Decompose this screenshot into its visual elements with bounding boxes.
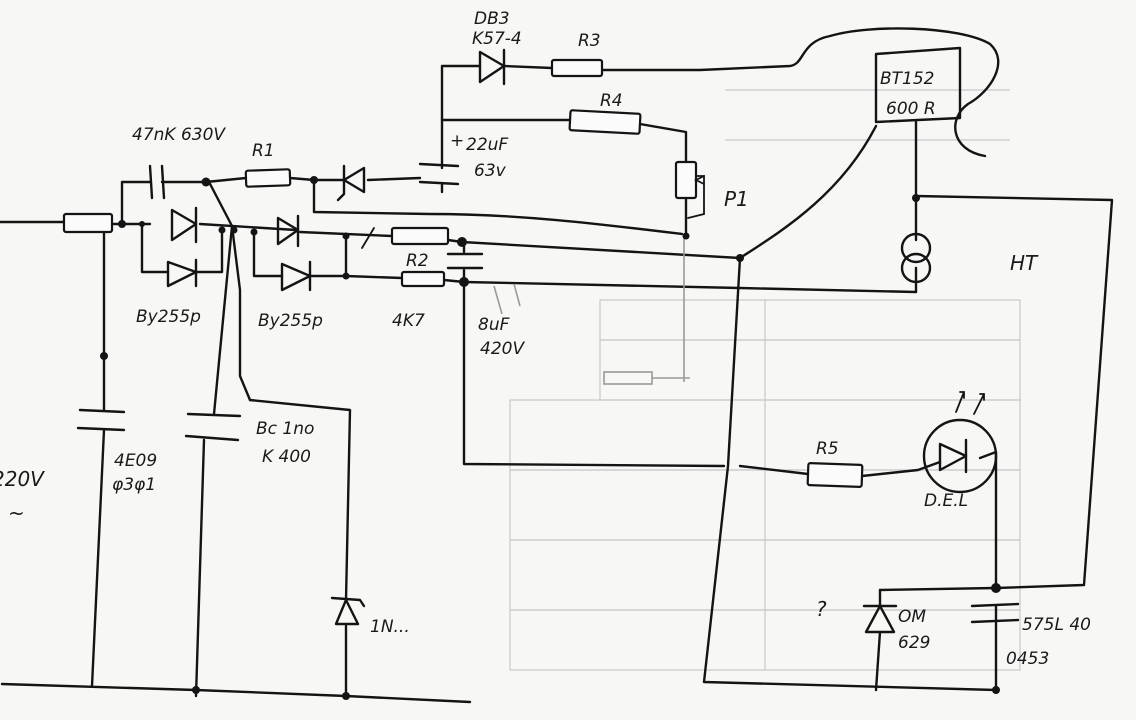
label-cap47: 47nK 630V: [132, 125, 226, 145]
label-led: D.E.L: [924, 491, 968, 511]
label-r3: R3: [578, 31, 601, 51]
capacitor-47n[interactable]: [148, 164, 166, 200]
pencil-sketch: [493, 236, 690, 385]
capacitor-x2[interactable]: [76, 408, 126, 432]
label-cap22: 22uF: [466, 135, 508, 155]
diac-db3[interactable]: [478, 48, 506, 86]
label-k57: K57-4: [472, 29, 522, 49]
label-db3: DB3: [474, 9, 510, 29]
capacitor-bc[interactable]: [184, 412, 242, 442]
label-p1: P1: [724, 187, 749, 211]
label-by255b: By255p: [258, 311, 323, 331]
label-r5: R5: [816, 439, 839, 459]
resistor-r3[interactable]: [550, 58, 604, 78]
label-cap22v: 63v: [474, 161, 507, 181]
label-mains: 220V: [0, 467, 45, 491]
background-form: [509, 89, 1021, 671]
zener-om629[interactable]: [862, 604, 898, 634]
diode-by255-top[interactable]: [170, 206, 198, 244]
resistor-r2[interactable]: [400, 270, 446, 288]
diode-by255-top-b[interactable]: [276, 214, 300, 248]
zener-1n[interactable]: [330, 596, 366, 626]
transformer-ht[interactable]: [900, 232, 932, 284]
label-r2: R2: [406, 251, 429, 271]
diode-db-left[interactable]: [336, 164, 366, 202]
diode-by255-bottom-a[interactable]: [166, 258, 198, 288]
capacitor-575[interactable]: [970, 602, 1020, 624]
label-by255a: By255p: [136, 307, 201, 327]
resistor-top-middle[interactable]: [361, 226, 450, 249]
label-bt152: BT152: [880, 69, 935, 89]
wires: [0, 27, 1114, 704]
label-mains-symbol: ~: [8, 501, 25, 525]
label-r4: R4: [600, 91, 623, 111]
junctions: [100, 176, 1001, 700]
label-cap575b: 0453: [1006, 649, 1049, 669]
label-x2: 4E09: [114, 451, 157, 471]
label-bc: Bc 1no: [256, 419, 314, 439]
resistor-r1[interactable]: [244, 168, 292, 188]
label-cap8v: 420V: [480, 339, 525, 359]
label-cap575: 575L 40: [1022, 615, 1091, 635]
label-diode1n: 1N...: [370, 617, 410, 637]
diode-by255-bottom-b[interactable]: [280, 260, 312, 292]
labels: DB3 K57-4 R3 R4 BT152 600 R 47nK 630V R1…: [0, 9, 1091, 669]
label-x2b: φ3φ1: [112, 475, 156, 495]
resistor-r5[interactable]: [806, 462, 864, 488]
potentiometer-p1[interactable]: [674, 160, 705, 200]
label-bt600: 600 R: [886, 99, 936, 119]
resistor-r4[interactable]: [568, 109, 642, 135]
led-del[interactable]: [922, 391, 998, 494]
label-cap8: 8uF: [478, 315, 510, 335]
label-zener: OM: [898, 607, 926, 627]
label-zener2: 629: [898, 633, 930, 653]
capacitor-8uf[interactable]: [446, 252, 484, 270]
label-r2val: 4K7: [392, 311, 425, 331]
capacitor-22uf[interactable]: [418, 162, 460, 194]
label-bc2: K 400: [262, 447, 311, 467]
label-r1: R1: [252, 141, 275, 161]
label-ht: HT: [1010, 251, 1039, 275]
label-q: ?: [816, 597, 827, 621]
fuse[interactable]: [62, 212, 114, 234]
label-cap22-plus: +: [450, 131, 464, 151]
thyristor-bt152[interactable]: [874, 46, 962, 124]
